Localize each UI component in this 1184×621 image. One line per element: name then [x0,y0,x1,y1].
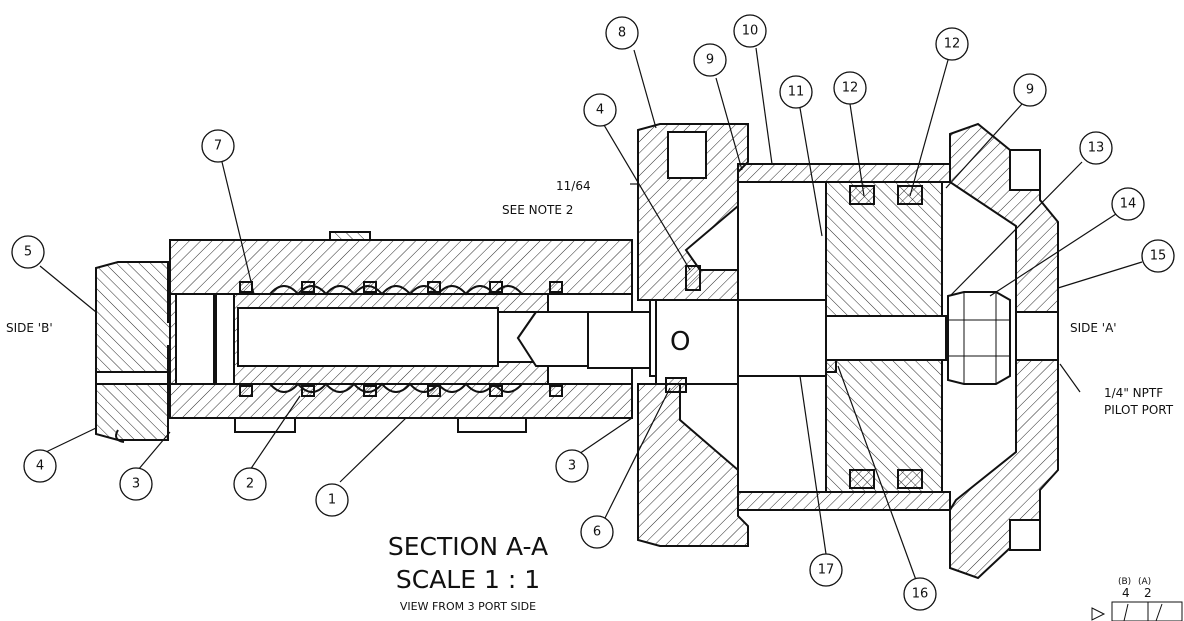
svg-text:7: 7 [214,139,222,154]
svg-text:13: 13 [1088,141,1105,156]
port-b-label: (B) [1118,577,1131,587]
balloon-2: 2 [233,467,267,501]
balloon-15: 15 [1141,239,1175,273]
svg-text:6: 6 [593,525,601,540]
balloon-9-right: 9 [1013,73,1047,107]
end-cap-part-15 [949,122,1059,580]
svg-text:9: 9 [1026,83,1034,98]
svg-text:2: 2 [246,477,254,492]
balloon-16: 16 [903,577,937,611]
section-title: SECTION A-A [388,532,548,561]
port-2-label: 2 [1144,586,1152,600]
balloon-5: 5 [11,235,45,269]
svg-text:11: 11 [788,85,805,100]
svg-text:4: 4 [596,103,604,118]
svg-text:5: 5 [24,245,32,260]
hole-mark: O [670,327,690,357]
svg-text:12: 12 [944,37,961,52]
balloon-8: 8 [605,16,639,50]
side-a-label: SIDE 'A' [1070,321,1117,335]
balloon-11: 11 [779,75,813,109]
balloon-3-left: 3 [119,467,153,501]
note-label: SEE NOTE 2 [502,203,573,217]
svg-text:15: 15 [1150,249,1167,264]
seal-rings-part-2 [239,281,563,397]
port-a-label: (A) [1138,577,1151,587]
balloon-3-right: 3 [555,449,589,483]
port-4-label: 4 [1122,586,1130,600]
dimension-label: 11/64 [556,179,591,193]
valve-symbol: (B) (A) 4 2 [1091,577,1183,621]
pilot-port-label-2: PILOT PORT [1104,403,1174,417]
balloon-4-right: 4 [583,93,617,127]
svg-text:17: 17 [818,563,835,578]
svg-text:12: 12 [842,81,859,96]
balloon-9-left: 9 [693,43,727,77]
svg-text:3: 3 [132,477,140,492]
nut-part-14 [947,291,1011,385]
sleeve-part-10 [737,163,951,511]
balloon-1: 1 [315,483,349,517]
balloon-17: 17 [809,553,843,587]
svg-text:8: 8 [618,26,626,41]
balloon-4-left: 4 [23,449,57,483]
balloon-7: 7 [201,129,235,163]
scale-title: SCALE 1 : 1 [396,565,540,594]
balloon-12-right: 12 [935,27,969,61]
balloon-12-left: 12 [833,71,867,105]
svg-text:3: 3 [568,459,576,474]
balloon-6: 6 [580,515,614,549]
svg-text:9: 9 [706,53,714,68]
spool-part-7 [233,293,947,385]
svg-text:16: 16 [912,587,929,602]
balloon-13: 13 [1079,131,1113,165]
svg-text:4: 4 [36,459,44,474]
view-subtitle: VIEW FROM 3 PORT SIDE [400,600,536,613]
pilot-port-label-1: 1/4" NPTF [1104,386,1163,400]
leader-lines [39,47,1143,581]
balloon-14: 14 [1111,187,1145,221]
svg-text:1: 1 [328,493,336,508]
balloon-10: 10 [733,14,767,48]
svg-text:10: 10 [742,24,759,39]
side-b-label: SIDE 'B' [6,321,53,335]
svg-text:14: 14 [1120,197,1137,212]
